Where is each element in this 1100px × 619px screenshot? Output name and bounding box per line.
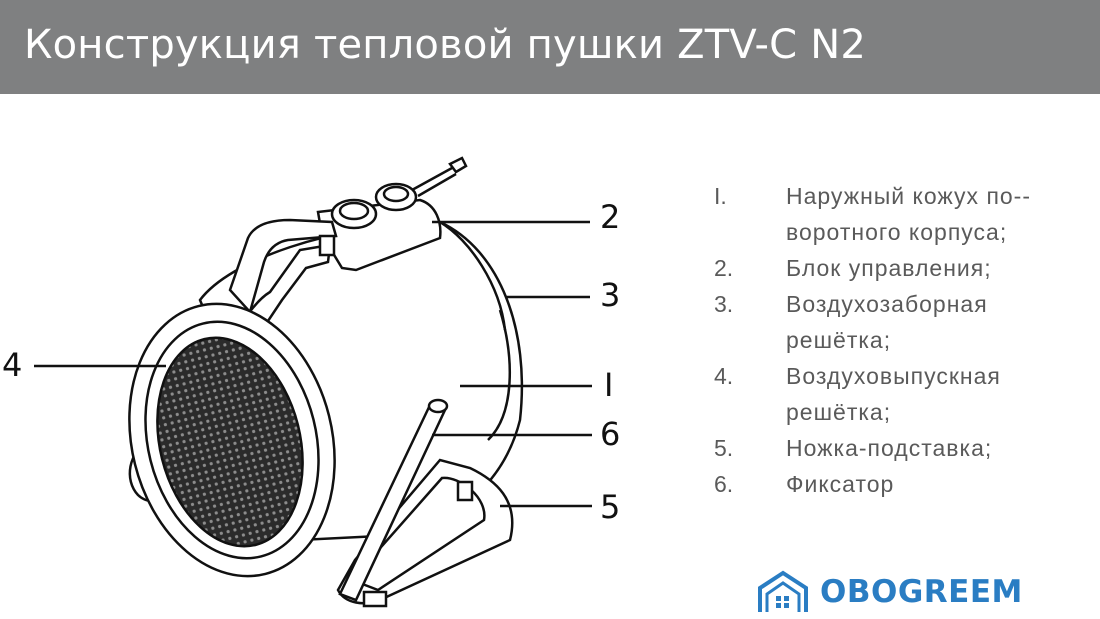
callout-label-6: 6 (600, 415, 620, 453)
logo-text: OBOGREEM (820, 574, 1023, 610)
legend-text: Воздуховыпускная решётка; (786, 363, 1001, 425)
fixator-rod (338, 398, 449, 602)
legend-number: 4. (714, 363, 734, 389)
callout-label-4: 4 (2, 346, 22, 384)
legend-item: I. Наружный кожух по-­воротного корпуса; (714, 178, 1084, 250)
legend-text: Наружный кожух по-­воротного корпуса; (786, 183, 1031, 245)
legend-item: 5. Ножка-подставка; (714, 430, 1084, 466)
callout-label-3: 3 (600, 276, 620, 314)
legend-item: 6. Фиксатор (714, 466, 1084, 502)
house-icon (758, 570, 808, 612)
parts-legend: I. Наружный кожух по-­воротного корпуса;… (714, 178, 1084, 502)
legend-item: 4. Воздуховыпускная решётка; (714, 358, 1084, 430)
callout-label-1: I (604, 366, 613, 404)
control-block (316, 156, 468, 272)
legend-number: I. (714, 183, 727, 209)
callout-lines (34, 220, 592, 508)
legend-number: 3. (714, 291, 734, 317)
callout-label-2: 2 (600, 198, 620, 236)
legend-item: 3. Воздухозаборная решётка; (714, 286, 1084, 358)
legend-number: 5. (714, 435, 734, 461)
legend-text: Фиксатор (786, 471, 895, 497)
legend-number: 6. (714, 471, 734, 497)
legend-text: Ножка-подставка; (786, 435, 993, 461)
brand-logo: OBOGREEM (756, 565, 1023, 619)
title-bar: Конструкция тепловой пушки ZTV-C N2 (0, 0, 1100, 94)
legend-item: 2. Блок управления; (714, 250, 1084, 286)
legend-number: 2. (714, 255, 734, 281)
stand-front (336, 458, 514, 608)
front-grille (128, 302, 336, 578)
legend-text: Воздухозаборная решётка; (786, 291, 988, 353)
legend-text: Блок управления; (786, 255, 992, 281)
callout-label-5: 5 (600, 488, 620, 526)
page-title: Конструкция тепловой пушки ZTV-C N2 (24, 22, 866, 68)
